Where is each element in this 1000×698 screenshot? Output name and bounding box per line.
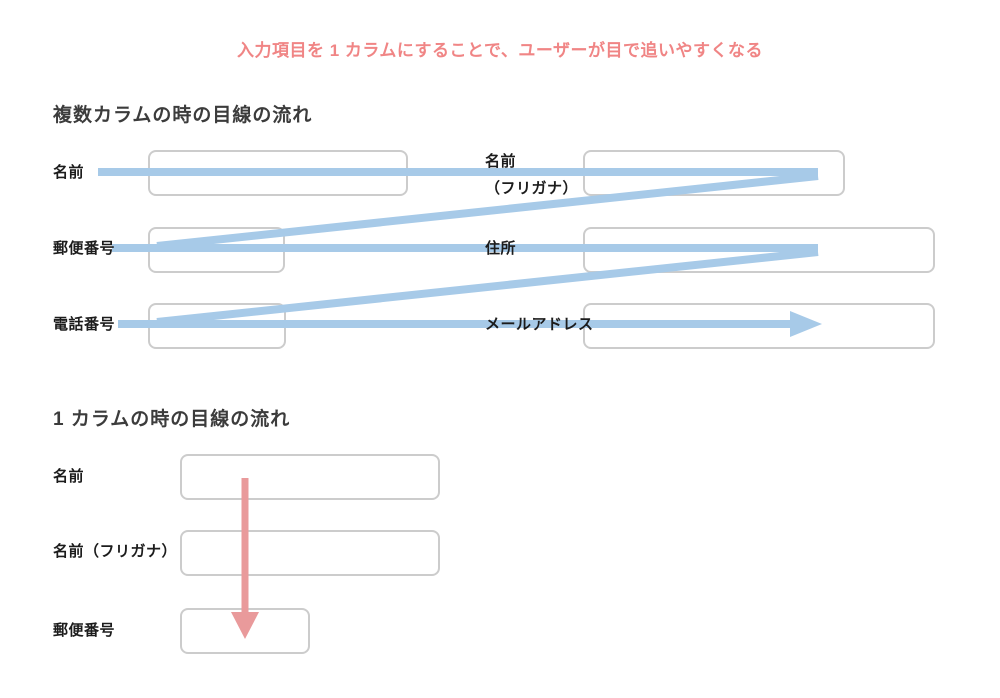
- name-input[interactable]: [148, 150, 408, 196]
- field-label-name-furigana-line1: 名前: [485, 153, 517, 170]
- field-label-name: 名前: [53, 164, 85, 181]
- phone-input[interactable]: [148, 303, 286, 349]
- name-single-input[interactable]: [180, 454, 440, 500]
- postal-code-single-input[interactable]: [180, 608, 310, 654]
- field-label-postal-code-single: 郵便番号: [53, 622, 116, 639]
- email-input[interactable]: [583, 303, 935, 349]
- field-label-name-single: 名前: [53, 468, 85, 485]
- page-title: 入力項目を 1 カラムにすることで、ユーザーが目で追いやすくなる: [236, 41, 764, 60]
- field-label-name-furigana-line2: （フリガナ）: [485, 180, 579, 197]
- field-label-name-furigana-single: 名前（フリガナ）: [53, 543, 178, 560]
- postal-code-input[interactable]: [148, 227, 285, 273]
- name-furigana-single-input[interactable]: [180, 530, 440, 576]
- name-furigana-input[interactable]: [583, 150, 845, 196]
- address-input[interactable]: [583, 227, 935, 273]
- field-label-email: メールアドレス: [485, 316, 594, 333]
- field-label-name-furigana: 名前 （フリガナ）: [485, 148, 578, 202]
- field-label-postal-code: 郵便番号: [53, 240, 116, 257]
- field-label-address: 住所: [485, 240, 517, 257]
- multi-column-section-heading: 複数カラムの時の目線の流れ: [53, 105, 313, 126]
- single-column-section-heading: 1 カラムの時の目線の流れ: [53, 409, 291, 430]
- field-label-phone: 電話番号: [53, 316, 116, 333]
